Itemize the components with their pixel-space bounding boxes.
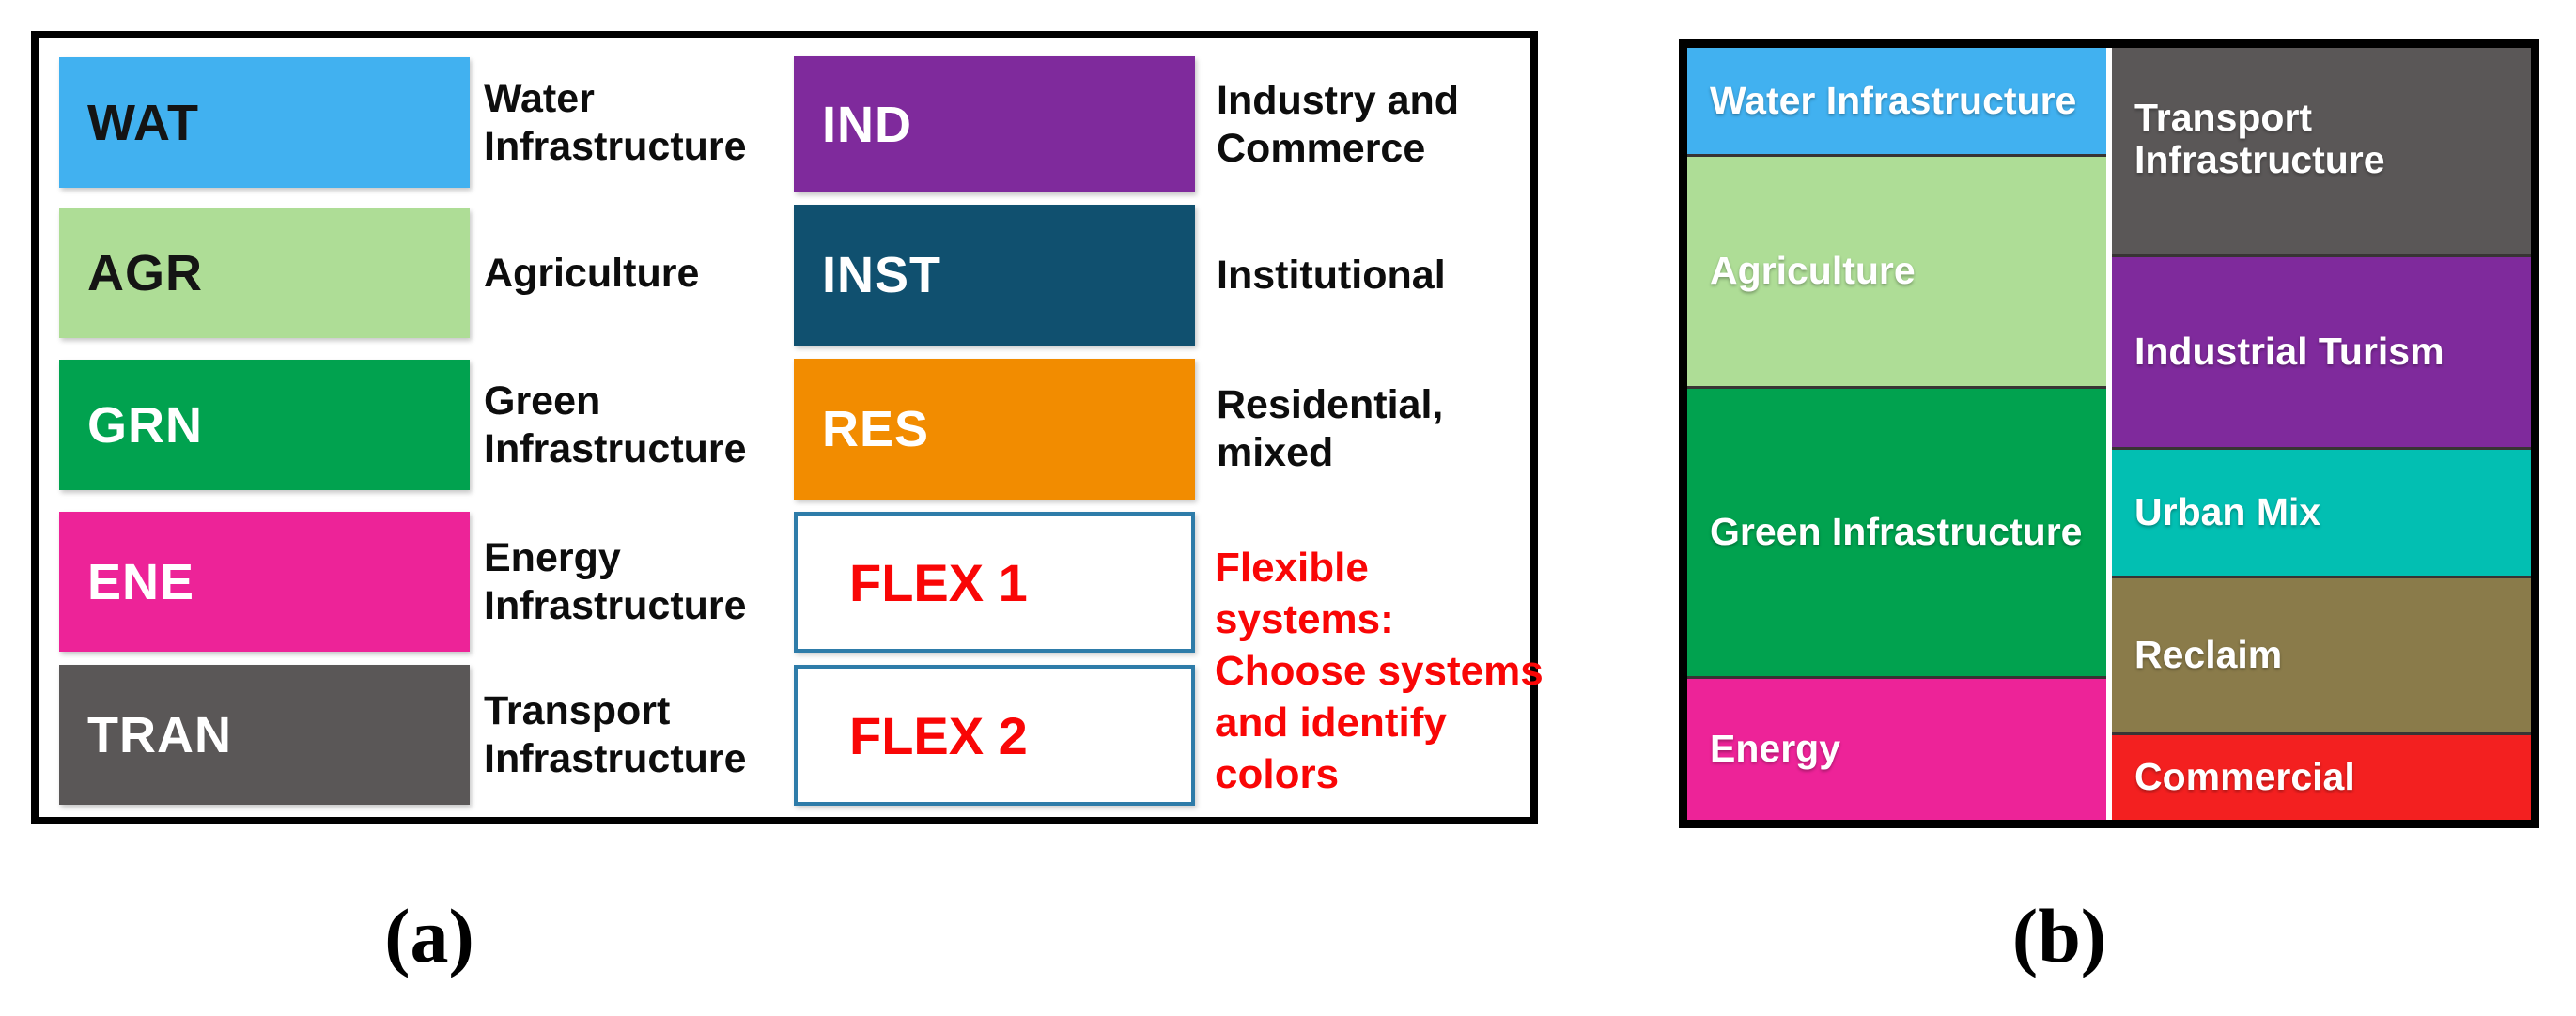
legend-swatch-ind: IND <box>794 56 1195 192</box>
legend-label-transport-infrastructure: Transport Infrastructure <box>484 687 747 781</box>
legend-swatch-inst: INST <box>794 205 1195 346</box>
legend-code-ind: IND <box>822 96 912 153</box>
legend-swatch-tran: TRAN <box>59 665 470 805</box>
flexible-systems-note: Flexible systems: Choose systems and ide… <box>1215 545 1544 797</box>
legend-panel-inner: WAT Water Infrastructure AGR Agriculture… <box>39 38 1544 817</box>
legend-swatch-grn: GRN <box>59 360 470 490</box>
treemap-block-energy: Energy <box>1687 679 2106 820</box>
treemap-block-urban-mix: Urban Mix <box>2112 450 2531 576</box>
legend-code-tran: TRAN <box>87 706 232 763</box>
treemap-label: Energy <box>1710 727 1840 771</box>
treemap-label: Transport Infrastructure <box>2134 96 2385 182</box>
legend-label-industry-commerce: Industry and Commerce <box>1217 77 1460 171</box>
legend-code-flex2: FLEX 2 <box>849 705 1028 765</box>
treemap-label: Industrial Turism <box>2134 330 2444 374</box>
legend-label-green-infrastructure: Green Infrastructure <box>484 377 747 471</box>
subfigure-caption-b: (b) <box>2011 893 2107 978</box>
treemap-block-transport-infrastructure: Transport Infrastructure <box>2112 48 2531 254</box>
legend-code-agr: AGR <box>87 245 203 301</box>
treemap-block-green-infrastructure: Green Infrastructure <box>1687 389 2106 676</box>
legend-code-wat: WAT <box>87 94 199 151</box>
legend-code-inst: INST <box>822 247 942 303</box>
legend-label-agriculture: Agriculture <box>484 250 700 296</box>
legend-label-energy-infrastructure: Energy Infrastructure <box>484 534 747 628</box>
treemap-panel: Water Infrastructure Agriculture Green I… <box>1679 39 2539 828</box>
treemap-left-column: Water Infrastructure Agriculture Green I… <box>1687 48 2106 820</box>
legend-swatch-ene: ENE <box>59 512 470 652</box>
legend-label-water-infrastructure: Water Infrastructure <box>484 75 747 169</box>
legend-code-flex1: FLEX 1 <box>849 552 1028 612</box>
treemap-block-industrial-turism: Industrial Turism <box>2112 257 2531 447</box>
treemap-block-agriculture: Agriculture <box>1687 157 2106 386</box>
legend-swatch-res: RES <box>794 359 1195 500</box>
treemap-label: Reclaim <box>2134 633 2283 677</box>
treemap-label: Urban Mix <box>2134 490 2321 534</box>
treemap-label: Agriculture <box>1710 249 1916 293</box>
legend-swatch-agr: AGR <box>59 208 470 338</box>
legend-code-ene: ENE <box>87 553 195 610</box>
legend-label-institutional: Institutional <box>1217 252 1446 298</box>
treemap-block-water-infrastructure: Water Infrastructure <box>1687 48 2106 154</box>
treemap-label: Water Infrastructure <box>1710 78 2077 122</box>
legend-swatch-flex2: FLEX 2 <box>794 665 1195 806</box>
treemap-label: Green Infrastructure <box>1710 510 2083 554</box>
legend-code-grn: GRN <box>87 396 203 454</box>
legend-swatch-flex1: FLEX 1 <box>794 512 1195 653</box>
legend-swatch-wat: WAT <box>59 57 470 188</box>
legend-label-residential-mixed: Residential, mixed <box>1217 382 1444 475</box>
legend-panel: WAT Water Infrastructure AGR Agriculture… <box>31 31 1544 824</box>
treemap-label: Commercial <box>2134 755 2355 799</box>
legend-code-res: RES <box>822 401 930 457</box>
treemap-right-column: Transport Infrastructure Industrial Turi… <box>2112 48 2531 820</box>
treemap-block-commercial: Commercial <box>2112 735 2531 820</box>
treemap-block-reclaim: Reclaim <box>2112 578 2531 732</box>
subfigure-caption-a: (a) <box>384 893 474 978</box>
